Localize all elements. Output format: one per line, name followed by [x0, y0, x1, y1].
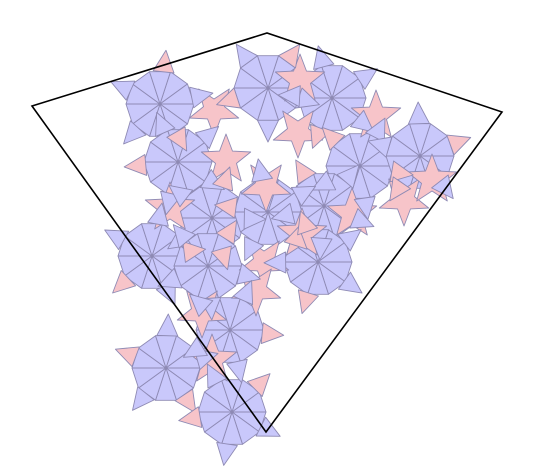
fringe-triangle [251, 158, 273, 183]
fringe-triangle [277, 85, 301, 108]
fringe-triangle [168, 184, 194, 208]
fringe-triangle [407, 101, 430, 125]
fringe-triangle [283, 226, 308, 250]
decagon-wedge [219, 297, 241, 331]
fringe-triangle [123, 154, 148, 176]
fringe-triangle [235, 43, 258, 69]
decagon-wedge [141, 223, 163, 257]
fringe-triangle [353, 196, 376, 220]
fringe-triangle [189, 86, 214, 109]
fringe-triangle [263, 251, 287, 274]
fringe-triangle [156, 313, 179, 337]
fringe-triangle [147, 202, 169, 227]
fringe-triangle [157, 267, 183, 289]
fringe-triangle [236, 263, 261, 285]
fringe-triangle [295, 159, 317, 185]
fringe-triangle [112, 270, 137, 294]
fringe-triangle [114, 346, 140, 368]
fringe-triangle [189, 293, 214, 317]
fringe-triangle [389, 176, 412, 202]
fringe-triangle [166, 126, 188, 152]
fringe-triangle [353, 68, 378, 90]
decagon-wedge [321, 65, 343, 99]
fringe-triangle [260, 322, 285, 345]
fringe-triangle [226, 358, 248, 384]
fringe-triangle [297, 210, 318, 236]
fringe-triangle-layer [104, 43, 472, 466]
fringe-triangle [104, 229, 130, 251]
fringe-triangle [278, 43, 301, 69]
decagon-wedge [349, 133, 371, 167]
fringe-triangle [311, 170, 337, 191]
fringe-triangle [313, 45, 335, 70]
fringe-triangle [215, 219, 238, 245]
fringe-triangle [212, 166, 234, 192]
fringe-triangle [290, 185, 316, 207]
fringe-triangle [257, 119, 279, 143]
fringe-triangle [206, 363, 228, 389]
fringe-triangle [244, 236, 264, 262]
star-tile [188, 88, 240, 137]
fringe-triangle [310, 236, 333, 261]
frame-quadrilateral [30, 32, 504, 434]
fringe-triangle [243, 207, 267, 230]
fringe-triangle [132, 386, 155, 411]
decagon-wedge [221, 379, 243, 413]
fringe-triangle [182, 336, 208, 358]
decagon-wedge [257, 55, 279, 89]
fringe-triangle [297, 289, 319, 315]
fringe-triangle [337, 229, 362, 252]
fringe-triangle [182, 241, 207, 263]
fringe-triangle [337, 271, 363, 294]
fringe-triangle [210, 245, 232, 271]
fringe-triangle [174, 388, 197, 414]
fringe-triangle [255, 416, 281, 437]
fringe-triangle [172, 224, 196, 249]
fringe-triangle [365, 117, 386, 143]
fringe-triangle [216, 87, 241, 109]
fringe-triangle [246, 373, 271, 397]
fringe-triangle [271, 202, 296, 225]
fringe-triangle [155, 111, 176, 137]
fringe-triangle [232, 280, 254, 306]
fringe-triangle [349, 109, 375, 133]
star-tile [406, 153, 458, 202]
fringe-triangle [216, 441, 238, 466]
fringe-triangle [389, 160, 414, 183]
fringe-triangle [123, 120, 147, 145]
fringe-triangle [178, 406, 203, 428]
fringe-triangle [110, 80, 136, 101]
fringe-triangle [367, 136, 393, 158]
fringe-triangle [321, 126, 346, 151]
fringe-triangle [349, 208, 375, 229]
fringe-triangle [336, 164, 360, 189]
fringe-triangle [214, 196, 238, 219]
fringe-triangle [446, 134, 472, 156]
fringe-triangle [194, 125, 220, 150]
